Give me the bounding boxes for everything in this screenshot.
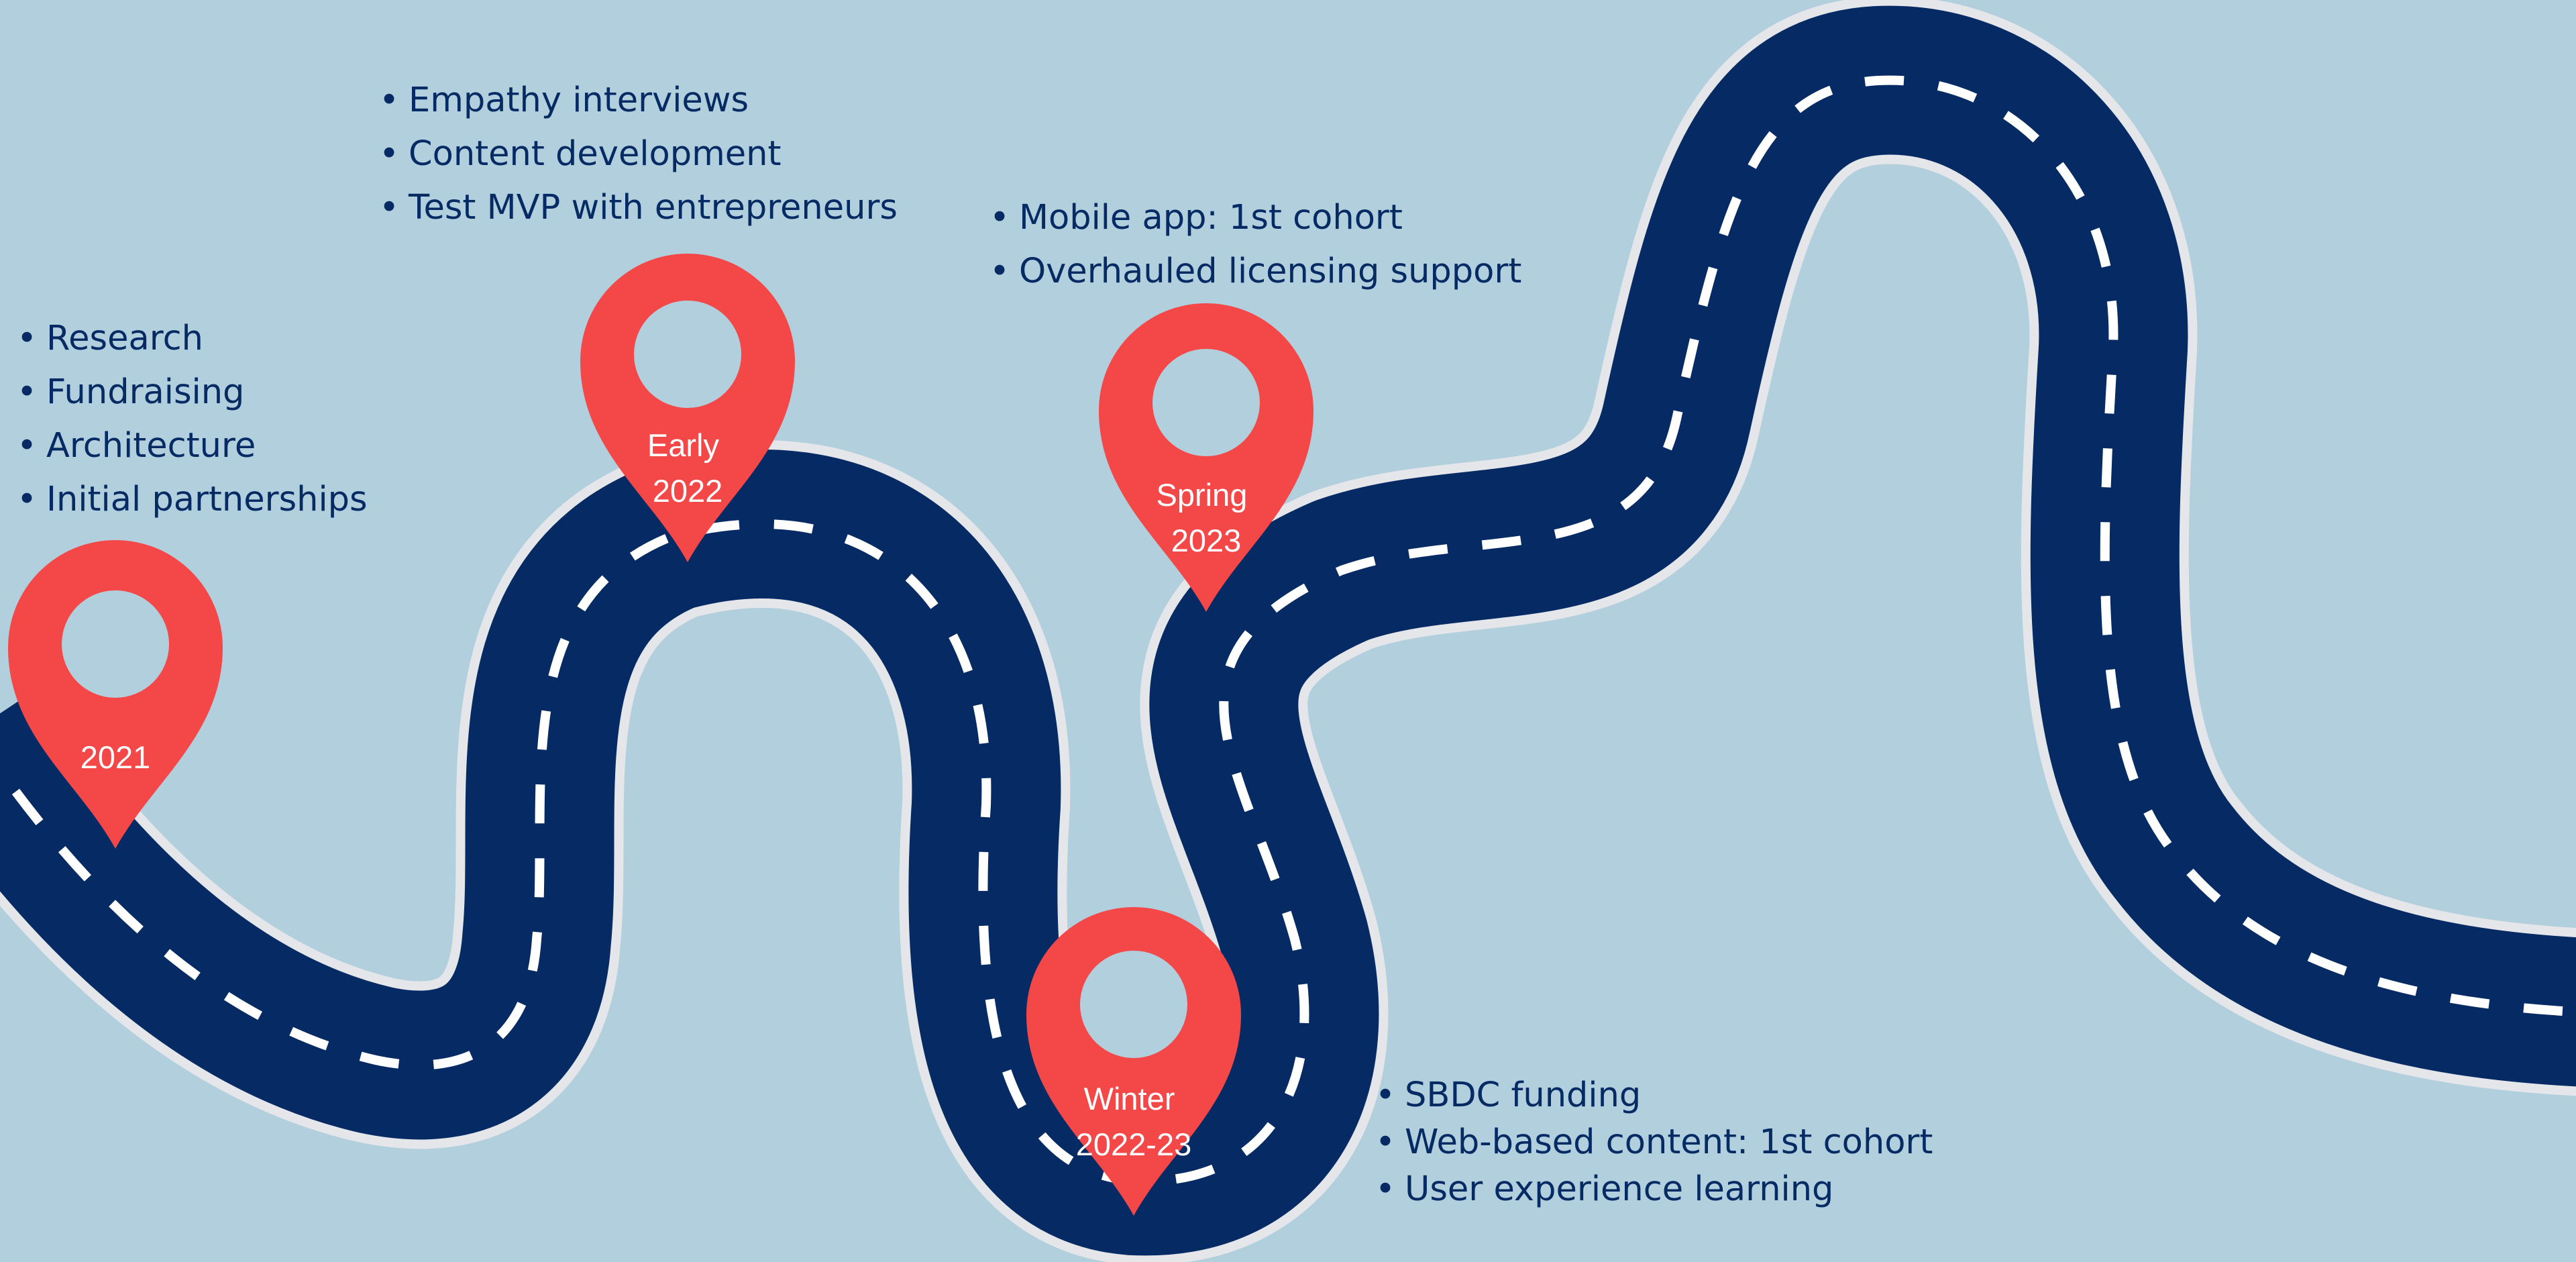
pin-winter-2022-23-label-line1: Winter xyxy=(1084,1081,1175,1116)
list-item: Content development xyxy=(379,127,898,181)
list-item: Architecture xyxy=(17,419,368,473)
pin-spring-2023-label-line1: Spring xyxy=(1157,477,1248,513)
pin-winter-2022-23: Winter 2022-23 xyxy=(1026,907,1241,1216)
list-item: Fundraising xyxy=(17,366,368,419)
pin-2021-label-line1: 2021 xyxy=(80,739,151,775)
list-item: Research xyxy=(17,312,368,366)
list-item: Mobile app: 1st cohort xyxy=(989,191,1521,245)
pin-early-2022-label-line1: Early xyxy=(647,427,720,463)
pin-spring-2023-label-line2: 2023 xyxy=(1171,523,1242,558)
pin-2021: 2021 xyxy=(8,540,223,849)
pin-early-2022-hole xyxy=(634,301,741,408)
pin-2021-label: 2021 xyxy=(80,739,151,775)
pin-winter-2022-23-hole xyxy=(1080,951,1187,1058)
pin-winter-2022-23-marker xyxy=(1026,907,1241,1216)
milestone-winter-2022-23-list: SBDC funding Web-based content: 1st coho… xyxy=(1375,1072,1933,1213)
list-item: User experience learning xyxy=(1375,1166,1933,1213)
milestone-spring-2023-list: Mobile app: 1st cohort Overhauled licens… xyxy=(989,191,1521,299)
list-item: Overhauled licensing support xyxy=(989,245,1521,299)
pin-early-2022: Early 2022 xyxy=(580,254,795,562)
pin-winter-2022-23-label: Winter 2022-23 xyxy=(1076,1081,1192,1162)
milestone-early-2022-list: Empathy interviews Content development T… xyxy=(379,74,898,235)
pin-spring-2023-marker xyxy=(1099,303,1313,612)
pin-spring-2023-hole xyxy=(1152,349,1260,456)
list-item: Initial partnerships xyxy=(17,473,368,527)
lane-marking xyxy=(0,75,2576,1186)
list-item: Web-based content: 1st cohort xyxy=(1375,1119,1933,1166)
pin-spring-2023: Spring 2023 xyxy=(1099,303,1313,612)
list-item: Empathy interviews xyxy=(379,74,898,127)
list-item: Test MVP with entrepreneurs xyxy=(379,181,898,235)
pin-early-2022-label-line2: 2022 xyxy=(653,473,723,509)
pin-2021-hole xyxy=(62,590,169,698)
pin-spring-2023-label: Spring 2023 xyxy=(1157,477,1256,558)
list-item: SBDC funding xyxy=(1375,1072,1933,1119)
pin-early-2022-label: Early 2022 xyxy=(647,427,728,509)
pin-winter-2022-23-label-line2: 2022-23 xyxy=(1076,1126,1192,1162)
milestone-2021-list: Research Fundraising Architecture Initia… xyxy=(17,312,368,527)
